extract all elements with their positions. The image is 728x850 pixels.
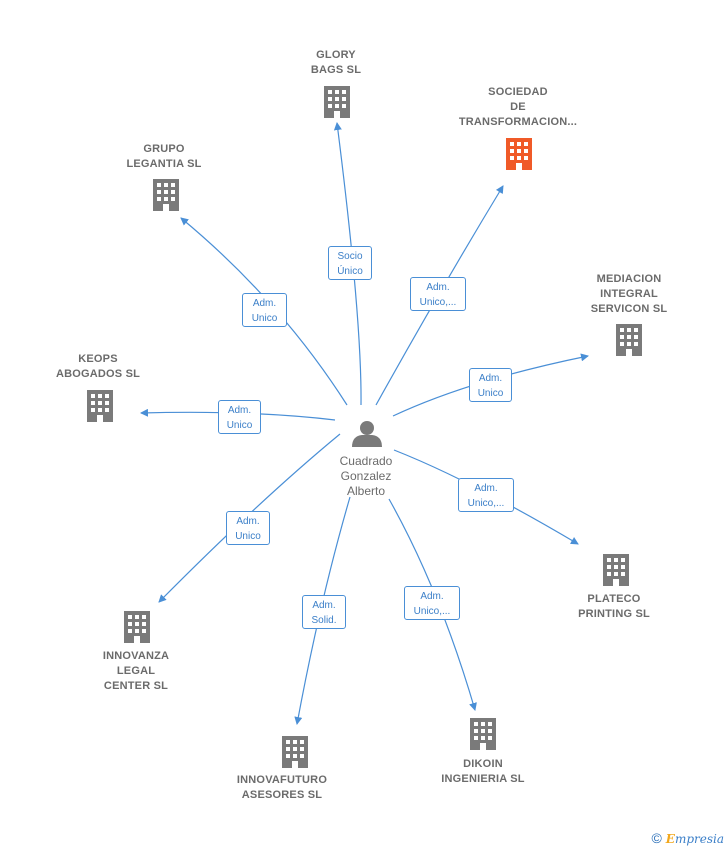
- role-badge-sociedad: Adm. Unico,...: [410, 277, 466, 311]
- company-label-dikoin[interactable]: DIKOIN INGENIERIA SL: [441, 758, 525, 785]
- role-badge-keops: Adm. Unico: [218, 400, 261, 434]
- building-icon[interactable]: [616, 324, 642, 356]
- building-icon[interactable]: [506, 138, 532, 170]
- footer-brand: ©Empresia: [651, 830, 724, 846]
- role-badge-innovanza: Adm. Unico: [226, 511, 270, 545]
- edge-glory: [333, 122, 362, 406]
- role-badge-grupo: Adm. Unico: [242, 293, 287, 327]
- company-label-innovanza[interactable]: INNOVANZA LEGAL CENTER SL: [102, 650, 170, 692]
- role-badge-plateco: Adm. Unico,...: [458, 478, 514, 512]
- role-badge-glory: Socio Único: [328, 246, 372, 280]
- brand-initial: E: [665, 832, 675, 846]
- center-person-label[interactable]: Cuadrado Gonzalez Alberto: [339, 454, 393, 498]
- company-label-sociedad[interactable]: SOCIEDAD DE TRANSFORMACION...: [458, 86, 578, 128]
- icons-layer: [87, 86, 642, 768]
- company-label-glory[interactable]: GLORY BAGS SL: [310, 49, 362, 76]
- building-icon[interactable]: [282, 736, 308, 768]
- brand-name: mpresia: [674, 832, 724, 846]
- building-icon[interactable]: [124, 611, 150, 643]
- role-badge-innovafuturo: Adm. Solid.: [302, 595, 346, 629]
- copyright-symbol: ©: [651, 830, 662, 846]
- company-label-grupo[interactable]: GRUPO LEGANTIA SL: [126, 143, 202, 170]
- edge-innovanza: [158, 433, 341, 603]
- company-label-mediacion[interactable]: MEDIACION INTEGRAL SERVICON SL: [590, 273, 668, 315]
- company-label-keops[interactable]: KEOPS ABOGADOS SL: [55, 353, 141, 380]
- building-icon[interactable]: [153, 179, 179, 211]
- role-badge-dikoin: Adm. Unico,...: [404, 586, 460, 620]
- person-icon[interactable]: [352, 421, 382, 447]
- building-icon[interactable]: [603, 554, 629, 586]
- company-label-plateco[interactable]: PLATECO PRINTING SL: [578, 593, 650, 620]
- role-badge-mediacion: Adm. Unico: [469, 368, 512, 402]
- company-label-innovafuturo[interactable]: INNOVAFUTURO ASESORES SL: [236, 774, 328, 801]
- building-icon[interactable]: [87, 390, 113, 422]
- building-icon[interactable]: [324, 86, 350, 118]
- building-icon[interactable]: [470, 718, 496, 750]
